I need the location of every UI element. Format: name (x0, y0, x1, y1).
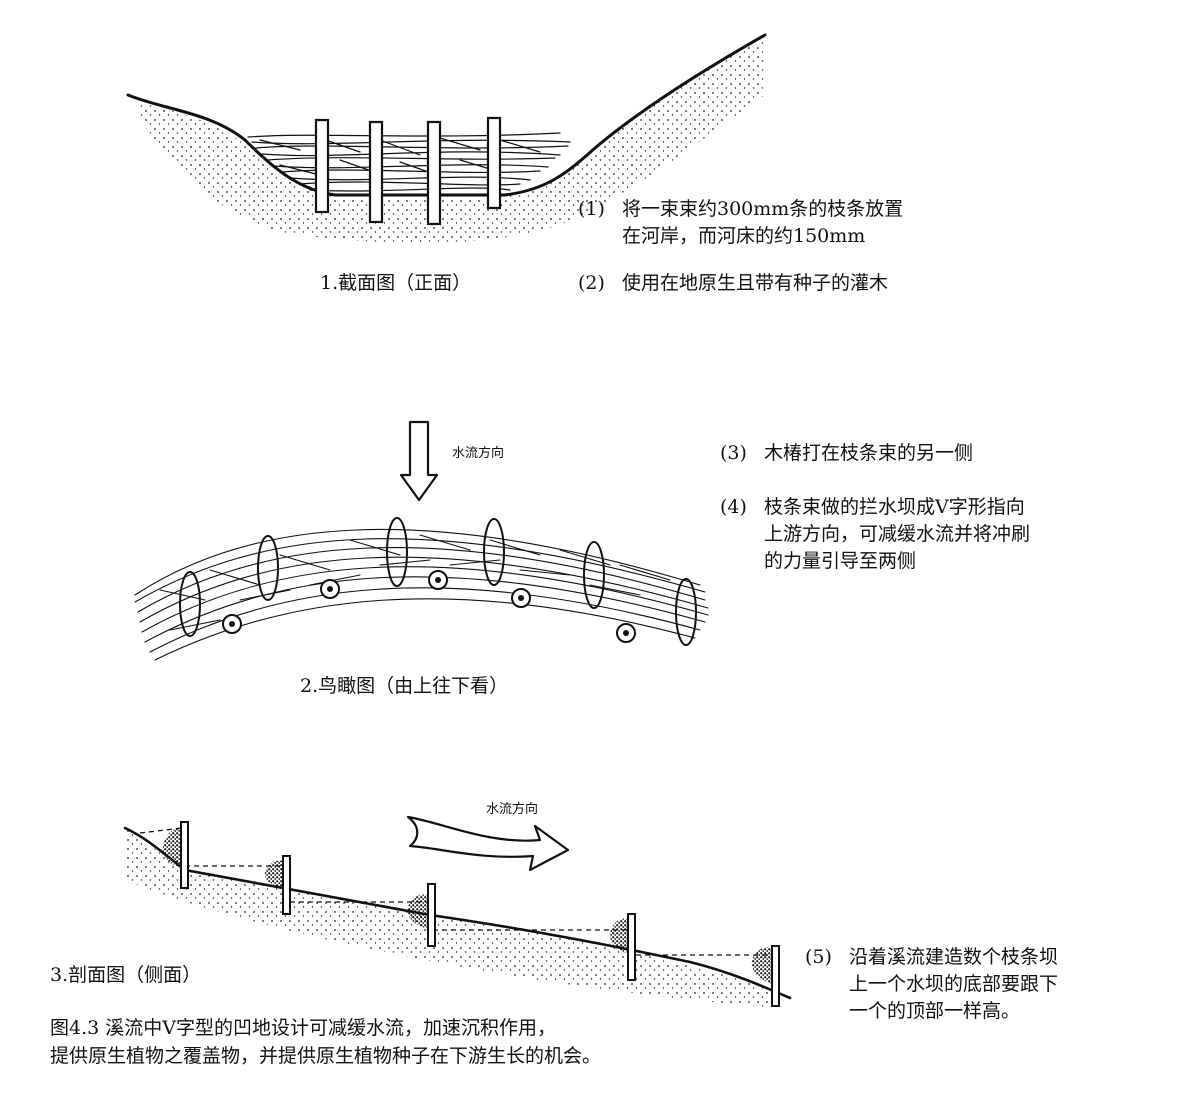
note-5-line3: 一个的顶部一样高。 (849, 1000, 1021, 1022)
note-1-line2: 在河岸，而河床的约150mm (622, 225, 866, 247)
ground-profile-line (126, 33, 767, 197)
note-3-line1: 木椿打在枝条束的另一侧 (764, 442, 974, 464)
flow-arrow-down (399, 420, 439, 502)
side-section-label: 3.剖面图（侧面） (50, 964, 202, 986)
flow-arrow-right (406, 815, 570, 872)
plan-view-label: 2.鸟瞰图（由上往下看） (300, 675, 509, 697)
caption-line-2: 提供原生植物之覆盖物，并提供原生植物种子在下游生长的机会。 (50, 1045, 602, 1067)
water-level-lines (139, 827, 775, 956)
stakes-cross-section (314, 116, 502, 226)
brush-bundle (247, 132, 571, 192)
note-4-line3: 的力量引导至两侧 (764, 550, 917, 572)
side-stakes (180, 821, 780, 1007)
cross-section-soil (140, 38, 765, 243)
note-2-line1: 使用在地原生且带有种子的灌木 (622, 272, 889, 294)
note-1-line1: 将一束束约300mm条的枝条放置 (622, 198, 904, 220)
plan-stakes (222, 570, 636, 643)
figure-caption: 图4.3 溪流中V字型的凹地设计可减缓水流，加速沉积作用， 提供原生植物之覆盖物… (50, 1014, 601, 1070)
note-5-number: (5) (805, 946, 832, 968)
cross-section-label: 1.截面图（正面） (320, 272, 472, 294)
bundle-ties (179, 517, 697, 646)
brush-arc (134, 528, 709, 661)
side-soil (125, 828, 780, 1008)
side-flow-label: 水流方向 (486, 802, 539, 817)
note-4-line1: 枝条束做的拦水坝成V字形指向 (764, 496, 1025, 518)
note-4: (4) 枝条束做的拦水坝成V字形指向 上游方向，可减缓水流并将冲刷 的力量引导至两… (720, 494, 1030, 575)
note-1-number: (1) (578, 198, 605, 220)
plan-view-diagram (134, 420, 709, 661)
cross-section-diagram (126, 33, 767, 243)
note-4-line2: 上游方向，可减缓水流并将冲刷 (764, 523, 1031, 545)
note-1: (1) 将一束束约300mm条的枝条放置 在河岸，而河床的约150mm (578, 196, 903, 250)
sediment-clumps (162, 828, 776, 985)
note-3-number: (3) (720, 442, 747, 464)
note-2-number: (2) (578, 272, 605, 294)
side-section-diagram (123, 815, 792, 1008)
note-5-line2: 上一个水坝的底部要跟下 (849, 973, 1059, 995)
plan-flow-label: 水流方向 (452, 446, 505, 461)
note-5-line1: 沿着溪流建造数个枝条坝 (849, 946, 1059, 968)
note-5: (5) 沿着溪流建造数个枝条坝 上一个水坝的底部要跟下 一个的顶部一样高。 (805, 944, 1058, 1025)
note-2: (2) 使用在地原生且带有种子的灌木 (578, 270, 888, 297)
note-3: (3) 木椿打在枝条束的另一侧 (720, 440, 973, 467)
note-4-number: (4) (720, 496, 747, 518)
caption-line-1: 图4.3 溪流中V字型的凹地设计可减缓水流，加速沉积作用， (50, 1017, 556, 1039)
